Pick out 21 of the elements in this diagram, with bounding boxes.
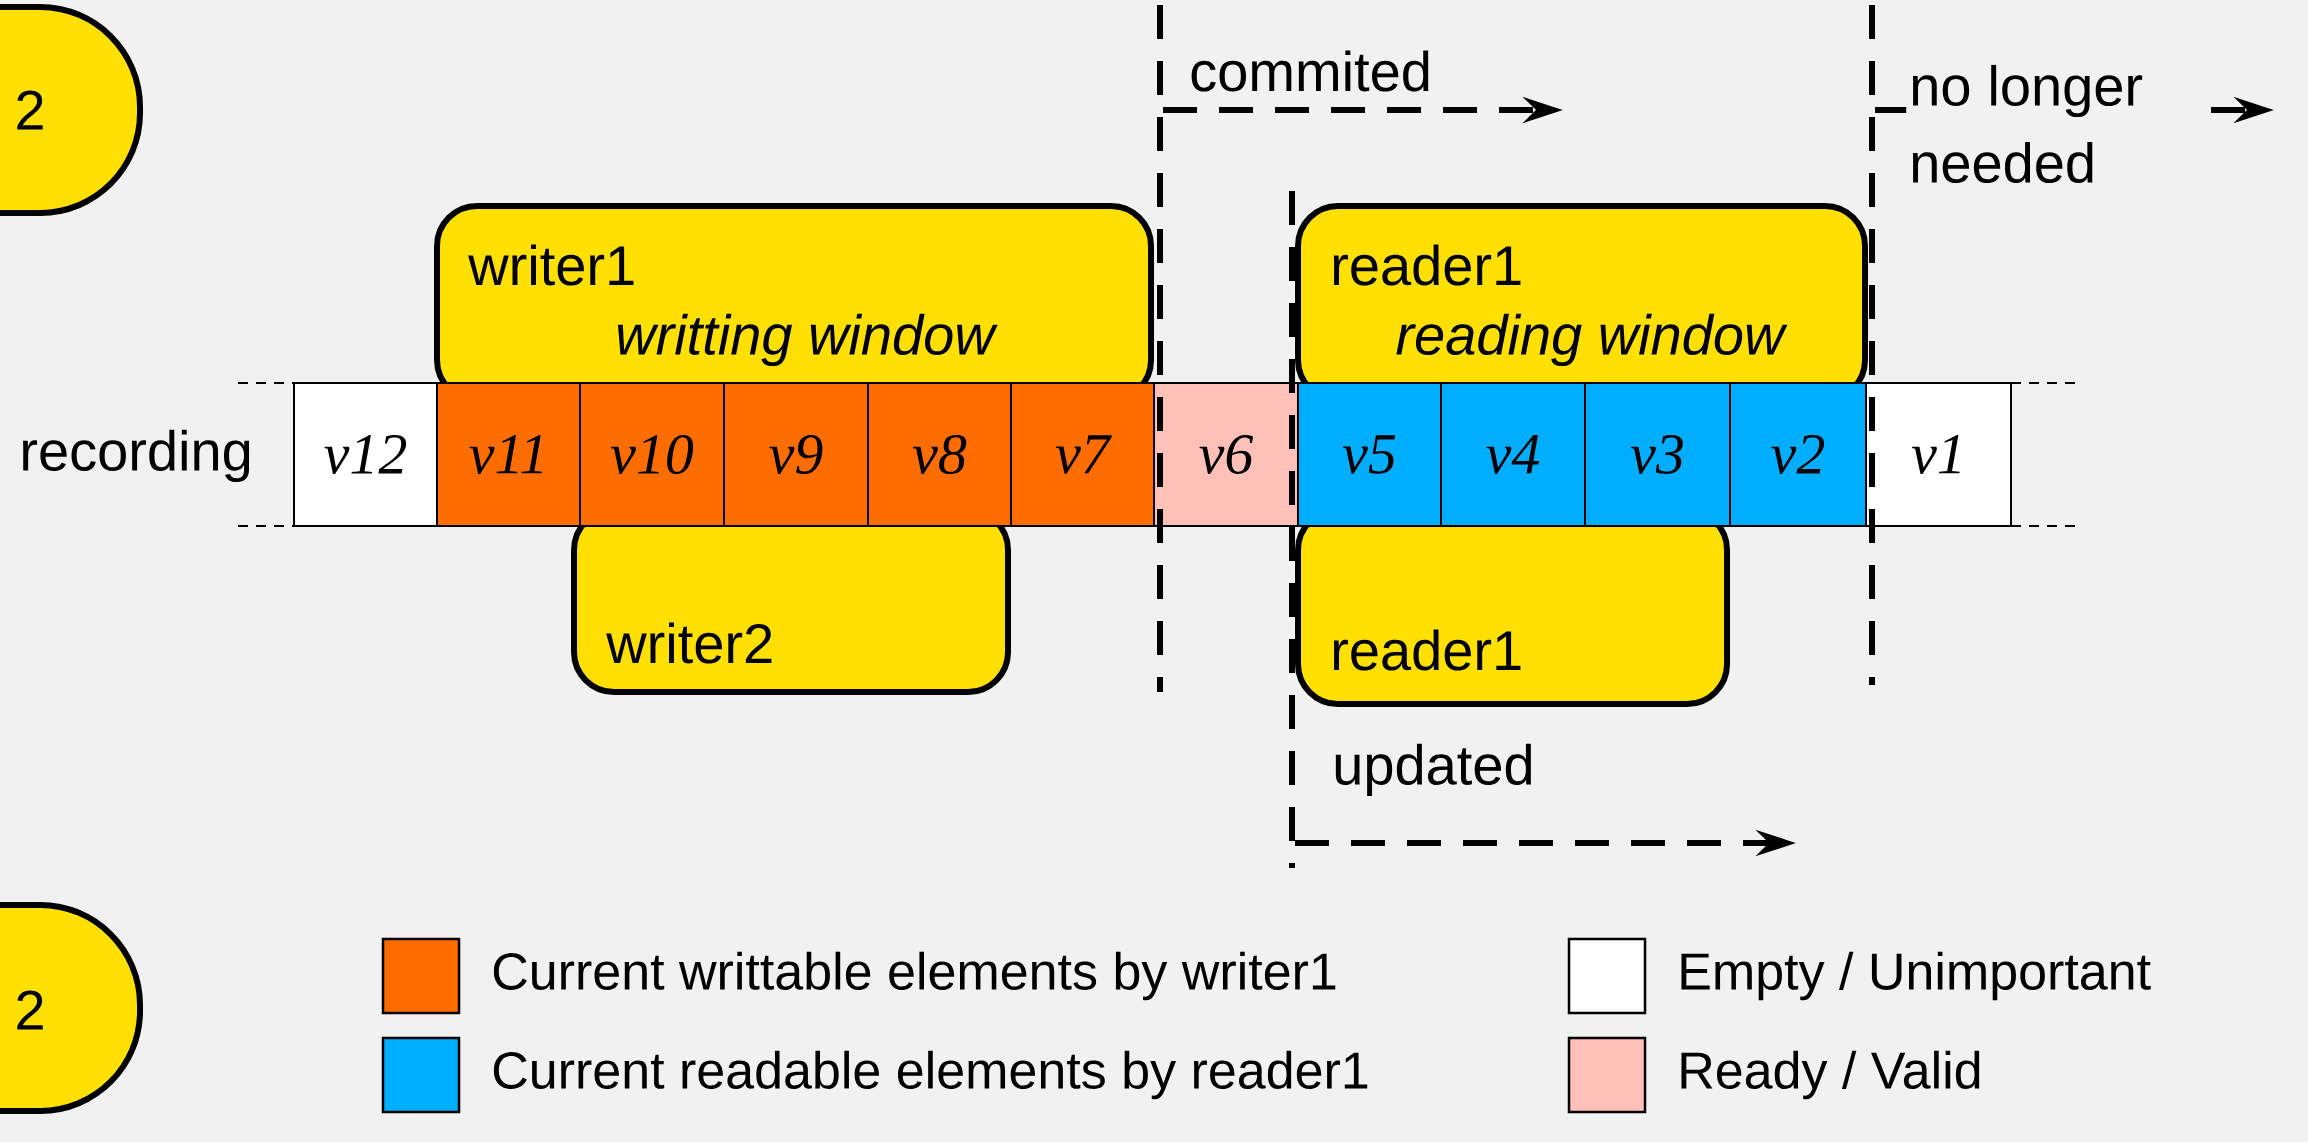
rounded-box: 2: [0, 902, 143, 1114]
label: no longer needed: [1906, 61, 2198, 187]
legend-label: Current writtable elements by writer1: [493, 951, 1336, 1001]
cell: v3: [1584, 382, 1731, 527]
label: commited: [1191, 50, 1429, 92]
legend-label: Empty / Unimportant: [1681, 951, 2151, 1001]
cell: v6: [1153, 382, 1299, 527]
legend-label: Current readable elements by reader1: [493, 1050, 1368, 1100]
window-box: reader1: [1295, 507, 1730, 707]
cell: v10: [579, 382, 725, 527]
cell: v4: [1440, 382, 1586, 527]
legend-label: Ready / Valid: [1681, 1050, 1980, 1100]
cell: v9: [723, 382, 869, 527]
window-box: writer2: [571, 507, 1011, 695]
cell: v7: [1010, 382, 1155, 527]
cell: v8: [867, 382, 1012, 527]
cell: v2: [1729, 382, 1867, 527]
cell: v1: [1865, 382, 2012, 527]
cell: v5: [1297, 382, 1442, 527]
cell: v11: [436, 382, 581, 527]
cell: v12: [293, 382, 438, 527]
